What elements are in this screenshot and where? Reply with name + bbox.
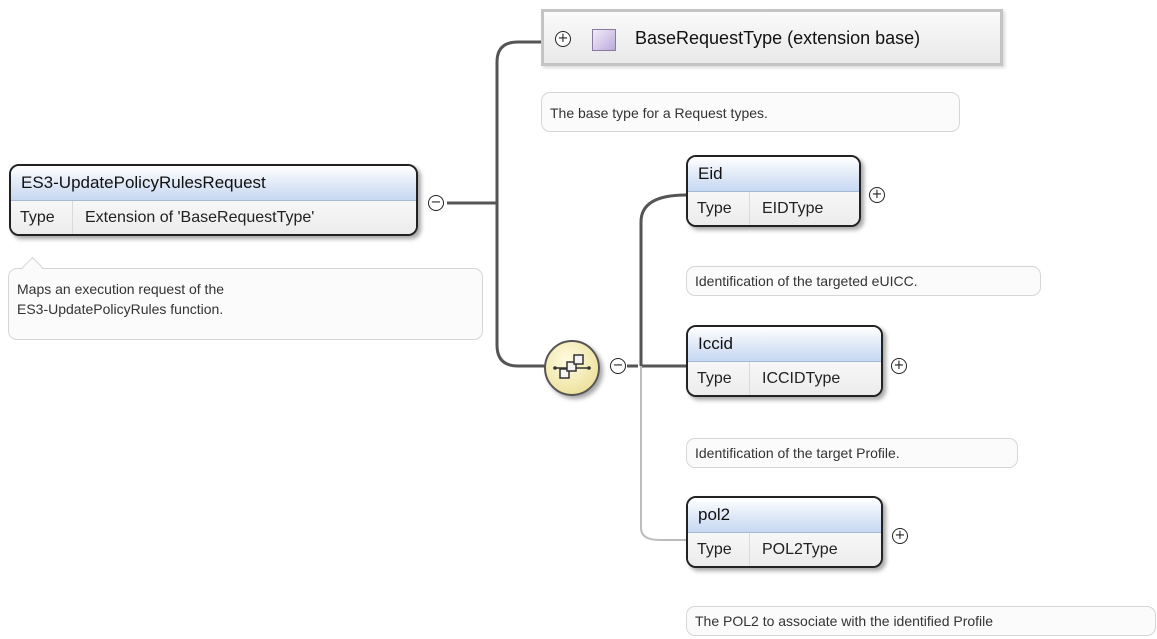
- root-type-value: Extension of 'BaseRequestType': [72, 201, 320, 234]
- element-iccid-type-label: Type: [697, 370, 732, 387]
- element-eid-name: Eid: [688, 157, 859, 192]
- element-pol2-name: pol2: [688, 498, 881, 533]
- element-iccid-type-value: ICCIDType: [749, 362, 846, 395]
- root-type-label: Type: [20, 209, 55, 226]
- element-pol2-box[interactable]: pol2 Type POL2Type: [686, 496, 883, 568]
- eid-expand-toggle[interactable]: +: [869, 187, 885, 203]
- element-eid-type-label: Type: [697, 200, 732, 217]
- root-annotation-line1: Maps an execution request of the: [17, 281, 225, 297]
- iccid-annotation: Identification of the target Profile.: [686, 438, 1018, 468]
- element-pol2-type-value: POL2Type: [749, 533, 844, 566]
- element-eid-box[interactable]: Eid Type EIDType: [686, 155, 861, 227]
- element-eid-type-value: EIDType: [749, 192, 829, 225]
- sequence-glyph: [553, 354, 591, 379]
- root-element-name: ES3-UpdatePolicyRulesRequest: [11, 166, 416, 201]
- base-annotation: The base type for a Request types.: [541, 92, 960, 132]
- iccid-expand-toggle[interactable]: +: [891, 358, 907, 374]
- root-annotation-line2: ES3-UpdatePolicyRules function.: [17, 301, 224, 317]
- pol2-expand-toggle[interactable]: +: [892, 528, 908, 544]
- sequence-compositor-icon[interactable]: [544, 340, 600, 396]
- root-collapse-toggle[interactable]: −: [428, 195, 444, 211]
- eid-annotation: Identification of the targeted eUICC.: [686, 266, 1041, 296]
- element-iccid-box[interactable]: Iccid Type ICCIDType: [686, 325, 883, 397]
- sequence-collapse-toggle[interactable]: −: [610, 358, 626, 374]
- complex-type-icon: [592, 29, 616, 51]
- base-type-box[interactable]: + BaseRequestType (extension base): [541, 9, 1003, 66]
- root-annotation: Maps an execution request of the ES3-Upd…: [8, 256, 483, 340]
- element-iccid-name: Iccid: [688, 327, 881, 362]
- pol2-annotation: The POL2 to associate with the identifie…: [686, 606, 1156, 636]
- root-element-box[interactable]: ES3-UpdatePolicyRulesRequest Type Extens…: [9, 164, 418, 236]
- base-type-title: BaseRequestType (extension base): [635, 28, 921, 48]
- base-expand-toggle[interactable]: +: [555, 31, 571, 47]
- element-pol2-type-label: Type: [697, 541, 732, 558]
